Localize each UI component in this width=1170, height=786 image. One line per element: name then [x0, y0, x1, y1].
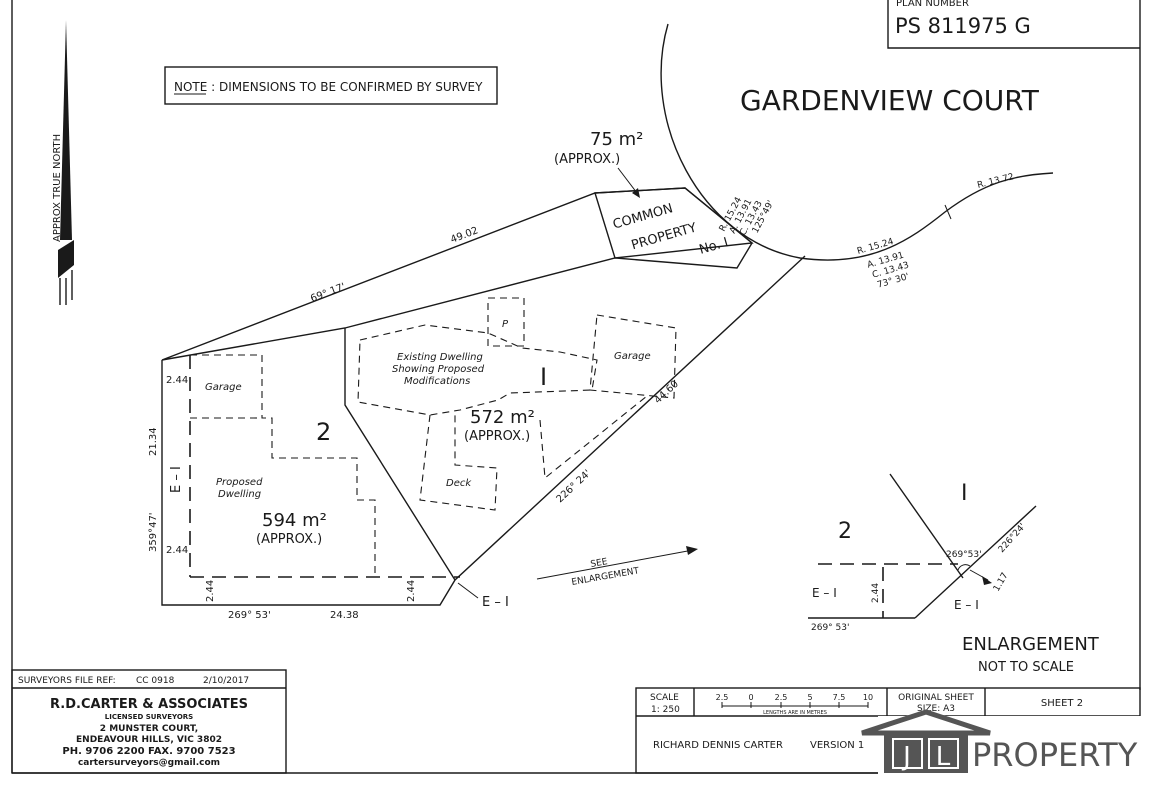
- lot2-approx: (APPROX.): [256, 532, 322, 547]
- dim-2-44-top: 2.44: [166, 375, 188, 386]
- north-arrow: APPROX TRUE NORTH: [52, 20, 74, 305]
- lot1-dwelling-line3: Modifications: [404, 376, 470, 387]
- note-box: NOTE : DIMENSIONS TO BE CONFIRMED BY SUR…: [164, 66, 498, 105]
- file-date: 2/10/2017: [203, 676, 249, 686]
- plan-number-label: PLAN NUMBER: [896, 0, 969, 9]
- see-enlargement: SEE ENLARGEMENT: [536, 546, 698, 588]
- lot2-area: 594 m²: [262, 510, 327, 531]
- scale-tick-3: 5: [807, 693, 812, 702]
- logo-property: PROPERTY: [972, 736, 1138, 774]
- scale-label: SCALE: [650, 693, 679, 703]
- original-sheet-2: SIZE: A3: [917, 704, 955, 714]
- enlargement-dim-1-17: 1.17: [992, 571, 1011, 593]
- lot1-dwelling-line2: Showing Proposed: [392, 364, 485, 375]
- enlargement-lot2: 2: [838, 519, 852, 544]
- lot1-deck: Deck: [446, 478, 472, 489]
- arc-tick: [944, 204, 952, 220]
- enlargement-easement-left: E – I: [812, 586, 837, 600]
- arc-dimensions-right: R. 15.24 A. 13.91 C. 13.43 73° 30': [856, 237, 910, 291]
- see-enlargement-2: ENLARGEMENT: [571, 566, 641, 588]
- file-ref-label: SURVEYORS FILE REF:: [18, 676, 116, 686]
- file-ref: CC 0918: [136, 676, 175, 686]
- easement-leader: [457, 582, 479, 599]
- dim-2-44-bottom-left: 2.44: [205, 580, 216, 602]
- see-enlargement-1: SEE: [590, 557, 609, 570]
- lot1-garage: Garage: [614, 351, 651, 362]
- lot1-buildings: [357, 297, 677, 511]
- email: cartersurveyors@gmail.com: [78, 758, 220, 768]
- dim-21-34: 21.34: [148, 427, 159, 456]
- enlargement-lot1: I: [961, 481, 968, 506]
- logo-l: L: [936, 742, 951, 772]
- phone-fax: PH. 9706 2200 FAX. 9700 7523: [62, 746, 235, 757]
- scale-value: 1: 250: [651, 705, 680, 715]
- common-property-approx: (APPROX.): [554, 152, 620, 167]
- note-text: NOTE : DIMENSIONS TO BE CONFIRMED BY SUR…: [174, 80, 483, 94]
- firm-sub: LICENSED SURVEYORS: [105, 713, 193, 721]
- scale-tick-2: 2.5: [775, 693, 788, 702]
- leader-arrowhead: [632, 188, 640, 198]
- enlargement-title: ENLARGEMENT: [962, 634, 1100, 655]
- address-1: 2 MUNSTER COURT,: [100, 724, 198, 734]
- scale-tick-1: 0: [748, 693, 753, 702]
- lot2-buildings: [190, 354, 376, 575]
- title-boundaries: [161, 187, 806, 606]
- bearing-226-24: 226° 24': [555, 468, 594, 505]
- bearing-69-17: 69° 17': [309, 281, 347, 304]
- radius-13-72: R. 13.72: [976, 172, 1015, 191]
- dim-2-44-left: 2.44: [166, 545, 188, 556]
- scale-tick-0: 2.5: [716, 693, 729, 702]
- logo-j: J: [901, 742, 911, 772]
- address-2: ENDEAVOUR HILLS, VIC 3802: [76, 735, 222, 745]
- surveyor-block: SURVEYORS FILE REF: CC 0918 2/10/2017 R.…: [11, 669, 287, 774]
- dim-24-38: 24.38: [330, 610, 359, 621]
- enlargement-easement-right: E – I: [954, 598, 979, 612]
- easement-label-bottom: E – I: [482, 595, 509, 610]
- plan-number-box: PLAN NUMBER PS 811975 G: [887, 0, 1140, 49]
- common-property-leader: [617, 167, 638, 194]
- enlargement-dim-2-44: 2.44: [871, 583, 881, 603]
- cp-line3: No. I: [698, 235, 731, 258]
- enlargement-bearing-269-53: 269°53': [946, 550, 982, 560]
- common-property-area: 75 m²: [590, 129, 643, 150]
- enlargement-detail: I 2 269°53' 226°24' 1.17 2.44 E – I E – …: [808, 473, 1100, 675]
- version: VERSION 1: [810, 740, 864, 751]
- lot1-approx: (APPROX.): [464, 429, 530, 444]
- original-sheet-1: ORIGINAL SHEET: [898, 693, 974, 703]
- enlargement-bearing-bottom: 269° 53': [811, 623, 849, 633]
- court-boundary-arc: [660, 23, 1054, 261]
- lot2-number: 2: [316, 418, 331, 446]
- scale-bar: 2.5 0 2.5 5 7.5 10 LENGTHS ARE IN METRES: [716, 693, 873, 716]
- bearing-269-53: 269° 53': [228, 610, 271, 621]
- bearing-359-47: 359°47': [148, 512, 159, 552]
- easement-label-left: E – I: [169, 466, 184, 493]
- enlargement-subtitle: NOT TO SCALE: [978, 660, 1074, 675]
- plan-number: PS 811975 G: [895, 14, 1031, 38]
- north-label: APPROX TRUE NORTH: [52, 134, 63, 242]
- lot2-dwelling-line2: Dwelling: [218, 489, 261, 500]
- lot1-area: 572 m²: [470, 407, 535, 428]
- dim-2-44-bottom-right: 2.44: [406, 580, 417, 602]
- title-block: SCALE 1: 250 2.5 0 2.5 5 7.5 10 LENGTHS …: [635, 687, 1141, 774]
- scale-tick-4: 7.5: [833, 693, 846, 702]
- jl-property-logo: J L PROPERTY: [861, 709, 1162, 776]
- lot2-garage: Garage: [205, 382, 242, 393]
- firm-name: R.D.CARTER & ASSOCIATES: [50, 697, 248, 712]
- street-name: GARDENVIEW COURT: [740, 84, 1040, 117]
- surveyor-name: RICHARD DENNIS CARTER: [653, 740, 783, 751]
- sheet-number: SHEET 2: [1041, 698, 1083, 709]
- scale-tick-5: 10: [863, 693, 873, 702]
- lot1-p: P: [502, 319, 509, 330]
- lot1-number: I: [540, 363, 547, 391]
- lot1-dwelling-line1: Existing Dwelling: [397, 352, 483, 363]
- lot2-dwelling-line1: Proposed: [216, 477, 263, 488]
- scale-units: LENGTHS ARE IN METRES: [763, 710, 827, 716]
